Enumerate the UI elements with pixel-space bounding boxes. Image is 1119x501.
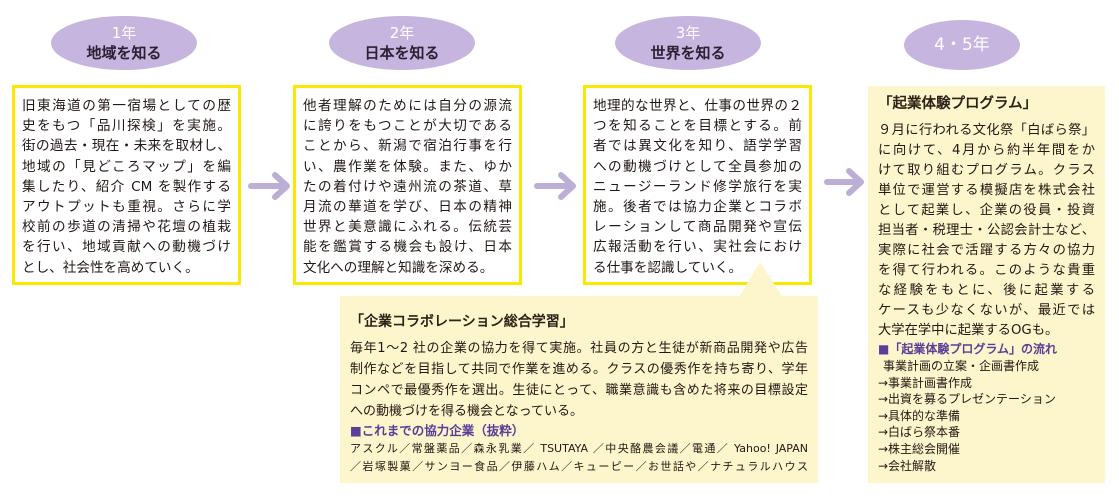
text-line: レーションして商品開発や宣伝: [593, 219, 802, 236]
text-line: コンペで最優秀作を選出。生徒にとって、職業意識も含めた将来の目標設定: [350, 383, 808, 398]
text-line: 文化への理解と知識を深める。: [303, 259, 494, 276]
text-line: ケースも少なくないが、最近では: [878, 303, 1095, 318]
stage-year-label: 3年: [675, 23, 701, 42]
text-line: 毎年1〜2 社の企業の協力を得て実施。社員の方と生徒が新商品開発や広告: [350, 341, 808, 356]
flow-step: →株主総会開催: [878, 441, 961, 456]
text-line: たの着付けや遠州流の茶道、草: [303, 178, 512, 195]
text-line: とし、社会性を高めていく。: [22, 259, 199, 276]
text-line: への動機づけとして全員参加の: [593, 158, 802, 175]
flow-step: →事業計画書作成: [878, 375, 973, 390]
text-line: ９月に行われる文化祭「白ばら祭」: [878, 123, 1095, 138]
flow-step: →会社解散: [878, 458, 937, 473]
flow-step: →具体的な準備: [878, 408, 961, 423]
stage-theme-label: 日本を知る: [364, 43, 440, 62]
partners-line: アスクル／常盤薬品／森永乳業／ TSUTAYA ／中央酪農会議／電通／ Yaho…: [350, 442, 808, 455]
stage-theme-label: 世界を知る: [650, 43, 726, 62]
text-line: 集したり、紹介 CM を製作する: [22, 178, 231, 195]
flow-step: →白ばら祭本番: [878, 425, 961, 440]
stage-year-label: 4・5年: [934, 35, 990, 55]
text-line: を行い、地域貢献への動機づけ: [22, 239, 231, 256]
flow-step: →出資を募るプレゼンテーション: [878, 392, 1056, 407]
flow-heading: ■「起業体験プログラム」の流れ: [878, 342, 1057, 356]
text-line: を得て行われる。このような貴重: [878, 263, 1095, 278]
startup-heading: 「起業体験プログラム」: [878, 96, 1038, 112]
stage-2-badge: 2年 日本を知る: [329, 16, 475, 70]
text-line: 他者理解のためには自分の源流: [303, 98, 512, 114]
stage-2-description: 他者理解のためには自分の源流 に誇りをもつことが大切である ことから、新潟で宿泊…: [293, 85, 522, 285]
text-line: 施。後者では協力企業とコラボ: [593, 198, 802, 215]
text-line: 実際に社会で活躍する方々の協力: [878, 243, 1095, 258]
stage-year-label: 2年: [389, 23, 415, 42]
text-line: として起業し、企業の役員・投資: [878, 203, 1095, 218]
text-line: る仕事を認識していく。: [593, 259, 743, 276]
text-line: 地域の「見どころマップ」を編: [22, 158, 231, 175]
text-line: 旧東海道の第一宿場としての歴: [22, 98, 231, 114]
text-line: 者では異文化を知り、語学学習: [593, 138, 802, 155]
text-line: 史をもつ「品川探検」を実施。: [22, 118, 231, 135]
collaboration-callout: 「企業コラボレーション総合学習」 毎年1〜2 社の企業の協力を得て実施。社員の方…: [340, 296, 818, 483]
partners-line: ／岩塚製菓／サンヨー食品／伊藤ハム／キューピー／お世話や／ナチュラルハウス: [350, 460, 808, 473]
text-line: い、農作業を体験。また、ゆか: [303, 158, 512, 175]
stage-year-label: 1年: [111, 23, 137, 42]
text-line: ことから、新潟で宿泊行事を行: [303, 138, 512, 155]
stage-theme-label: 地域を知る: [86, 43, 162, 62]
text-line: 能を鑑賞する機会も設け、日本: [303, 239, 512, 256]
text-line: 大学在学中に起業するOGも。: [878, 323, 1059, 338]
text-line: への動機づけを得る機会となっている。: [350, 404, 583, 419]
text-line: 広報活動を行い、実社会におけ: [593, 239, 802, 256]
text-line: に誇りをもつことが大切である: [303, 118, 512, 135]
text-line: 街の過去・現在・未来を取材し、: [22, 138, 231, 155]
text-line: 校前の歩道の清掃や花壇の植栽: [22, 219, 231, 236]
text-line: 地理的な世界と、仕事の世界の２: [593, 98, 802, 114]
right-arrow-icon: [824, 168, 864, 196]
text-line: けて取り組むプログラム。クラス: [878, 163, 1095, 178]
text-line: つを知ることを目標とする。前: [593, 118, 802, 135]
stage-3-description: 地理的な世界と、仕事の世界の２ つを知ることを目標とする。前 者では異文化を知り…: [583, 85, 812, 285]
stage-3-badge: 3年 世界を知る: [615, 16, 761, 70]
text-line: 担当者・税理士・公認会計士など、: [878, 223, 1095, 238]
partners-heading: ■これまでの協力企業（抜粋）: [350, 423, 525, 438]
text-line: 世界と美意識にふれる。伝統芸: [303, 219, 512, 236]
text-line: な経験をもとに、後に起業する: [878, 283, 1095, 298]
startup-program-panel: 「起業体験プログラム」 ９月に行われる文化祭「白ばら祭」 に向けて、4月から約半…: [868, 86, 1105, 483]
text-line: 月流の華道を学び、日本の精神: [303, 198, 512, 215]
text-line: アウトプットも重視。さらに学: [22, 198, 231, 215]
right-arrow-icon: [534, 172, 576, 200]
text-line: 単位で運営する模擬店を株式会社: [878, 183, 1095, 198]
text-line: 制作などを目指して共同で作業を進める。クラスの優秀作を持ち寄り、学年: [350, 362, 808, 377]
right-arrow-icon: [248, 172, 290, 200]
flow-step: 事業計画の立案・企画書作成: [883, 359, 1040, 373]
text-line: ニュージーランド修学旅行を実: [593, 178, 802, 195]
stage-1-badge: 1年 地域を知る: [51, 16, 197, 70]
stage-1-description: 旧東海道の第一宿場としての歴 史をもつ「品川探検」を実施。 街の過去・現在・未来…: [12, 85, 241, 285]
stage-4-badge: 4・5年: [904, 20, 1020, 70]
callout-heading: 「企業コラボレーション総合学習」: [350, 314, 574, 330]
text-line: に向けて、4月から約半年間をか: [878, 143, 1095, 158]
